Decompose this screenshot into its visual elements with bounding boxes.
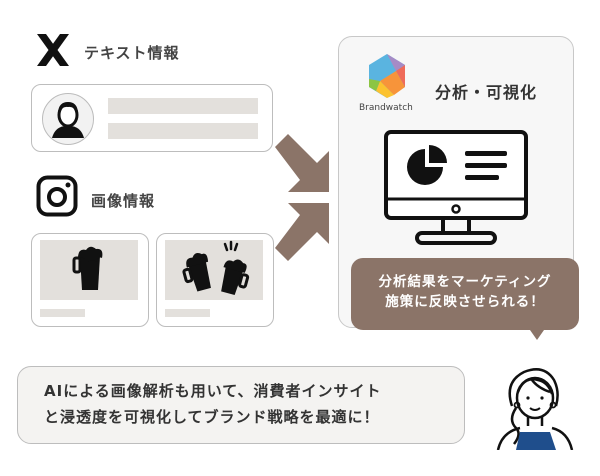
x-logo-icon	[34, 32, 72, 68]
summary-line-2: と浸透度を可視化してブランド戦略を最適に！	[44, 408, 380, 426]
woman-avatar-icon	[494, 362, 576, 451]
caption-placeholder	[165, 309, 210, 317]
summary-line-1: AIによる画像解析も用いて、消費者インサイト	[44, 382, 382, 400]
caption-placeholder	[40, 309, 85, 317]
cheers-icon	[182, 240, 250, 296]
image-post-card	[156, 233, 274, 327]
bubble-line-1: 分析結果をマーケティング	[378, 274, 552, 290]
instagram-icon	[36, 175, 78, 217]
analysis-panel: Brandwatch 分析・可視化	[338, 36, 574, 328]
bubble-tail	[530, 330, 544, 340]
arrow-down-right-icon	[275, 134, 333, 192]
arrow-up-right-icon	[275, 203, 333, 261]
text-info-heading: テキスト情報	[84, 44, 180, 62]
image-placeholder	[40, 240, 138, 300]
image-placeholder	[165, 240, 263, 300]
beer-mug-icon	[72, 246, 103, 290]
brandwatch-logo-icon	[366, 53, 408, 99]
monitor-chart-icon	[383, 129, 529, 251]
tweet-card	[31, 84, 273, 152]
image-post-card	[31, 233, 149, 327]
summary-box: AIによる画像解析も用いて、消費者インサイト と浸透度を可視化してブランド戦略を…	[17, 366, 465, 444]
user-avatar	[42, 93, 94, 145]
text-placeholder-line	[108, 98, 258, 114]
result-speech-bubble: 分析結果をマーケティング 施策に反映させられる！	[351, 258, 579, 330]
text-placeholder-line	[108, 123, 258, 139]
brand-name: Brandwatch	[359, 103, 413, 113]
analysis-title: 分析・可視化	[435, 83, 538, 102]
image-info-heading: 画像情報	[91, 192, 156, 210]
bubble-line-2: 施策に反映させられる！	[385, 294, 545, 310]
